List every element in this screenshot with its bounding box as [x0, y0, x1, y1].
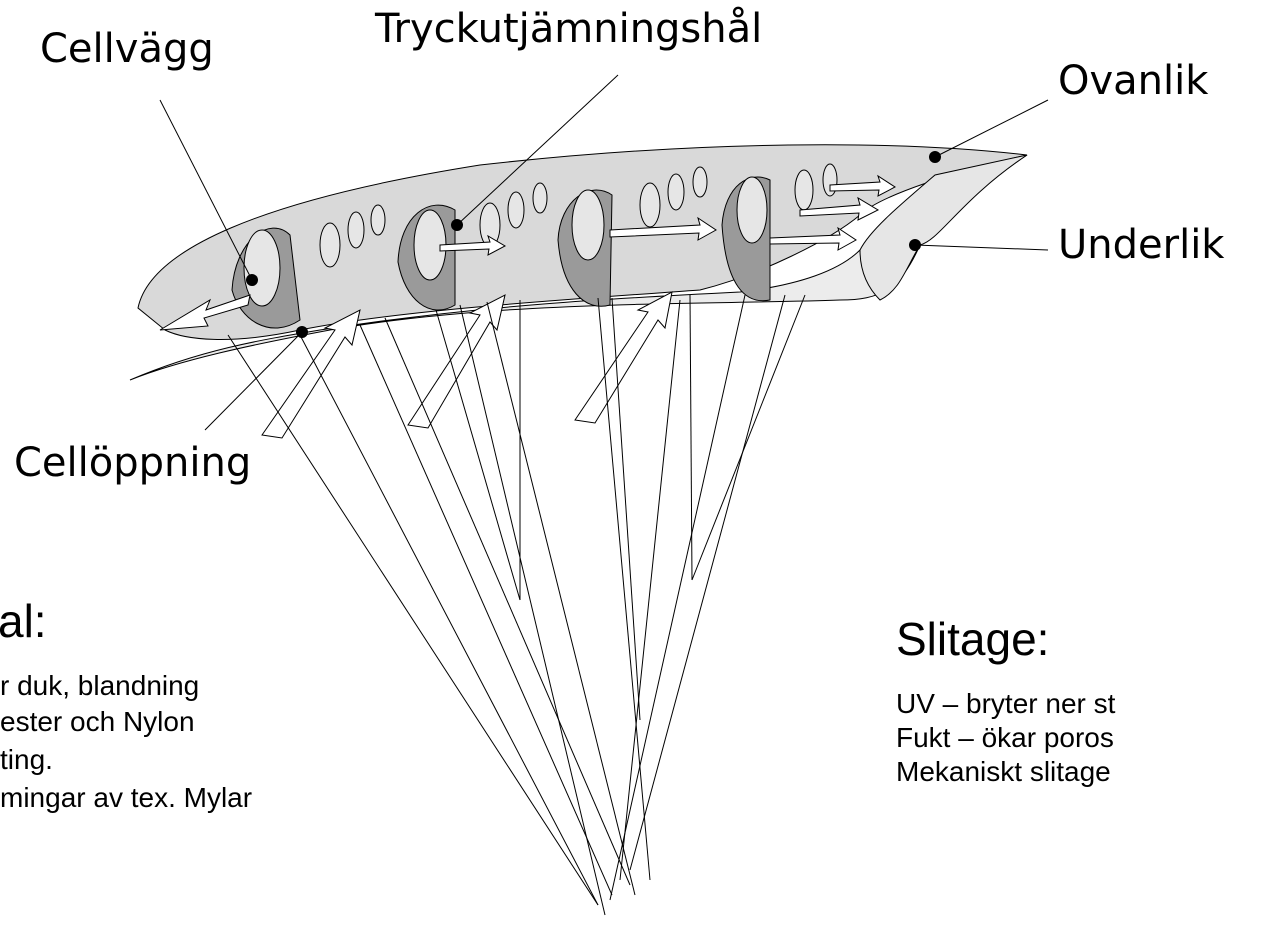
material-line: ester och Nylon	[0, 706, 195, 738]
label-cellvagg: Cellvägg	[40, 26, 214, 72]
label-celloppning: Cellöppning	[14, 440, 251, 486]
slitage-line: Mekaniskt slitage	[896, 756, 1111, 788]
suspension-lines	[228, 295, 805, 915]
material-line: ting.	[0, 744, 53, 776]
inlet-arrow-3	[575, 292, 672, 423]
slitage-heading: Slitage:	[896, 612, 1049, 666]
material-line: r duk, blandning	[0, 670, 199, 702]
slitage-line: Fukt – ökar poros	[896, 722, 1114, 754]
label-tryckutjamningshal: Tryckutjämningshål	[375, 6, 762, 52]
label-ovanlik: Ovanlik	[1058, 58, 1208, 104]
material-line: mingar av tex. Mylar	[0, 782, 252, 814]
label-underlik: Underlik	[1058, 222, 1224, 268]
slitage-line: UV – bryter ner st	[896, 688, 1115, 720]
material-heading: al:	[0, 594, 47, 648]
